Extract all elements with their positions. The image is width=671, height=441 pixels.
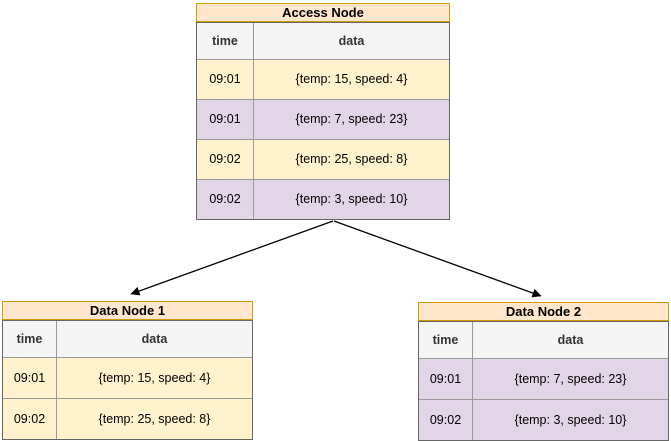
data-node-2-title[interactable]: Data Node 2 <box>418 302 669 321</box>
cell-time: 09:01 <box>197 100 254 139</box>
access-node-table[interactable]: Access Node time data 09:01 {temp: 15, sp… <box>196 3 450 220</box>
data-node-1-table[interactable]: Data Node 1 time data 09:01 {temp: 15, sp… <box>2 301 253 440</box>
cell-data: {temp: 25, speed: 8} <box>98 411 211 426</box>
edge-access-to-data-node-2[interactable] <box>333 220 542 298</box>
table-row[interactable]: 09:01 {temp: 7, speed: 23} <box>197 99 449 139</box>
column-header-time: time <box>419 322 473 358</box>
table-row[interactable]: 09:02 {temp: 3, speed: 10} <box>419 399 668 440</box>
cell-time: 09:01 <box>419 359 473 399</box>
cell-data: {temp: 25, speed: 8} <box>295 152 408 167</box>
cell-time: 09:02 <box>197 180 254 219</box>
column-header-data: data <box>141 331 168 346</box>
table-rows: 09:01 {temp: 15, speed: 4} 09:02 {temp: 25,… <box>3 357 252 439</box>
table-row[interactable]: 09:01 {temp: 7, speed: 23} <box>419 358 668 399</box>
data-node-2-body: time data 09:01 {temp: 7, speed: 23} 09:02… <box>418 321 669 441</box>
table-rows: 09:01 {temp: 7, speed: 23} 09:02 {temp: 3, … <box>419 358 668 440</box>
table-row[interactable]: 09:02 {temp: 3, speed: 10} <box>197 179 449 219</box>
cell-data: {temp: 7, speed: 23} <box>514 371 627 386</box>
column-header-time: time <box>197 23 254 59</box>
table-row[interactable]: 09:01 {temp: 15, speed: 4} <box>197 59 449 99</box>
cell-data: {temp: 15, speed: 4} <box>98 370 211 385</box>
cell-data: {temp: 3, speed: 10} <box>295 192 408 207</box>
cell-data: {temp: 7, speed: 23} <box>295 112 408 127</box>
cell-data: {temp: 15, speed: 4} <box>295 72 408 87</box>
edge-access-to-data-node-1[interactable] <box>130 220 334 296</box>
table-header-row: time data <box>419 322 668 358</box>
cell-time: 09:02 <box>419 400 473 440</box>
cell-time: 09:02 <box>197 140 254 179</box>
cell-time: 09:01 <box>197 60 254 99</box>
table-rows: 09:01 {temp: 15, speed: 4} 09:01 {temp: 7, … <box>197 59 449 219</box>
data-node-1-body: time data 09:01 {temp: 15, speed: 4} 09:02… <box>2 320 253 440</box>
table-header-row: time data <box>197 23 449 59</box>
table-header-row: time data <box>3 321 252 357</box>
cell-data: {temp: 3, speed: 10} <box>514 412 627 427</box>
column-header-data: data <box>338 33 365 48</box>
column-header-time: time <box>3 321 57 357</box>
cell-time: 09:02 <box>3 399 57 439</box>
table-row[interactable]: 09:01 {temp: 15, speed: 4} <box>3 357 252 398</box>
access-node-body: time data 09:01{temp: 15, speed: 4}09:01… <box>196 22 450 220</box>
table-row[interactable]: 09:02 {temp: 25, speed: 8} <box>197 139 449 179</box>
data-node-1-title[interactable]: Data Node 1 <box>2 301 253 320</box>
data-node-2-table[interactable]: Data Node 2 time data 09:01 {temp: 7, spe… <box>418 302 669 441</box>
table-row[interactable]: 09:02 {temp: 25, speed: 8} <box>3 398 252 439</box>
column-header-data: data <box>557 332 584 347</box>
cell-time: 09:01 <box>3 358 57 398</box>
access-node-title[interactable]: Access Node <box>196 3 450 22</box>
